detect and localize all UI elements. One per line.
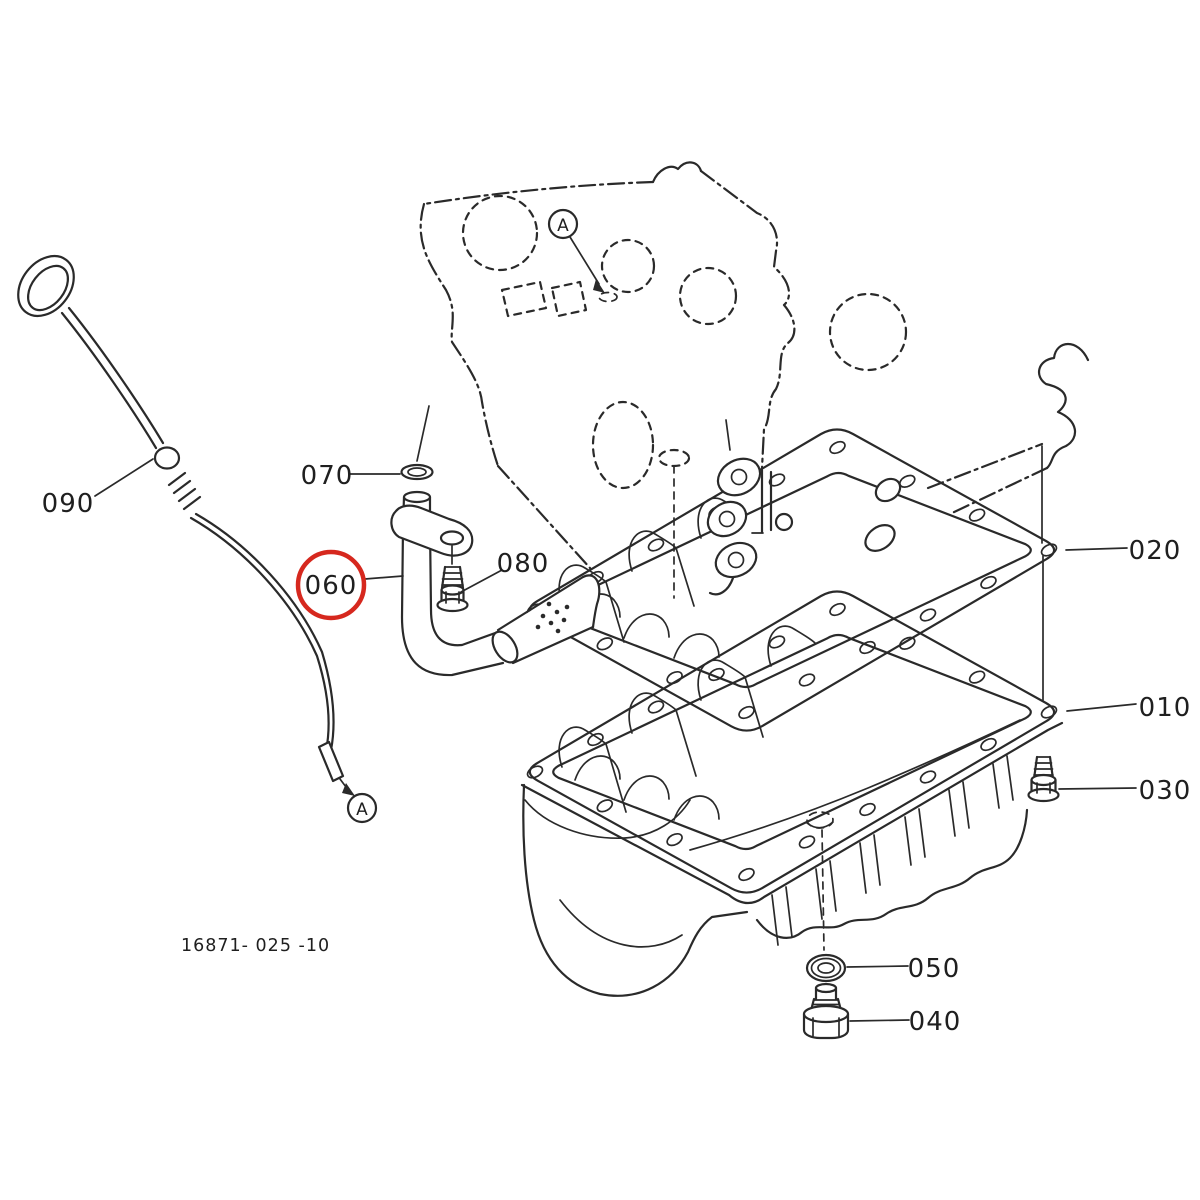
oil-pan-gasket-drawing [526, 428, 1058, 732]
callout-060-label[interactable]: 060 [305, 571, 358, 601]
assembly-axis-lines [1041, 445, 1044, 701]
callout-080-label[interactable]: 080 [497, 549, 550, 579]
engine-block-bottom-details [706, 457, 902, 596]
highlight-circle-060 [295, 549, 367, 621]
view-marker-a-block-label: A [557, 216, 569, 236]
callout-020[interactable]: 020 [1065, 536, 1182, 566]
view-marker-a-dipstick-label: A [356, 800, 368, 820]
o-ring-drawing[interactable] [400, 463, 434, 481]
callout-040-label[interactable]: 040 [909, 1007, 962, 1037]
engine-block-ghost [416, 161, 1090, 599]
gasket-bolt-holes [526, 440, 1058, 720]
strainer-holes [535, 601, 570, 634]
drain-plug-drawing[interactable] [802, 982, 850, 1040]
view-marker-a-block: A [547, 208, 618, 303]
callout-090[interactable]: 090 [42, 458, 154, 519]
callout-040[interactable]: 040 [849, 1007, 962, 1037]
callout-090-label[interactable]: 090 [42, 489, 95, 519]
oil-pan-flange-bolt-holes [526, 602, 1058, 882]
callout-010[interactable]: 010 [1066, 693, 1192, 723]
dipstick-drawing[interactable] [7, 245, 355, 796]
drain-plug-washer-drawing[interactable] [805, 953, 847, 983]
oil-suction-pipe-drawing[interactable] [390, 490, 601, 677]
callout-070[interactable]: 070 [301, 461, 401, 491]
callout-050-label[interactable]: 050 [908, 954, 961, 984]
pipe-bolt-drawing[interactable] [436, 565, 469, 613]
callout-080[interactable]: 080 [460, 549, 550, 593]
callout-070-label[interactable]: 070 [301, 461, 354, 491]
callout-050[interactable]: 050 [846, 954, 961, 984]
drawing-number: 16871- 025 -10 [181, 936, 330, 956]
oil-pan-drawing [520, 590, 1064, 997]
view-marker-a-dipstick: A [346, 792, 378, 824]
flange-bolt-drawing[interactable] [1027, 755, 1060, 803]
callout-060-highlighted[interactable]: 060 [295, 549, 404, 621]
callout-030[interactable]: 030 [1058, 776, 1192, 806]
oil-pan-interior [558, 625, 1021, 951]
oil-pan-side-ribs [755, 755, 1029, 946]
callout-030-label[interactable]: 030 [1139, 776, 1192, 806]
oil-pan-sump [522, 783, 749, 997]
callout-010-label[interactable]: 010 [1139, 693, 1192, 723]
callout-020-label[interactable]: 020 [1129, 536, 1182, 566]
